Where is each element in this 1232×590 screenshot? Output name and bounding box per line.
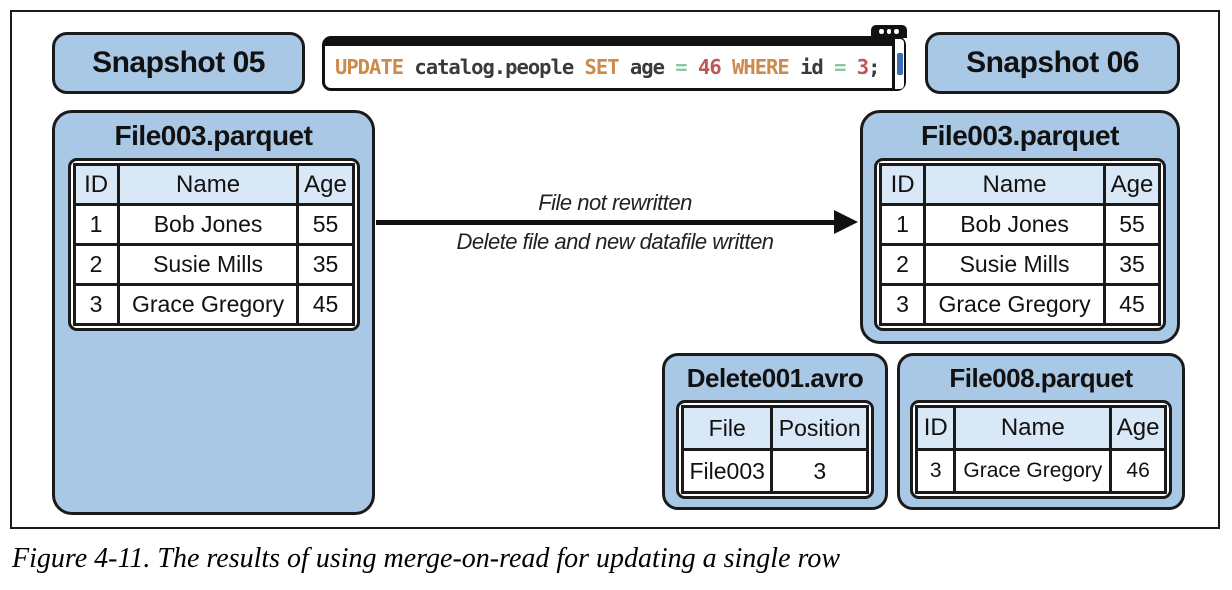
- file003-right-title: File003.parquet: [921, 120, 1119, 151]
- header-cell: Name: [953, 405, 1113, 451]
- cell: 3: [72, 283, 120, 326]
- table-row: 3 Grace Gregory 45: [72, 283, 355, 326]
- arrow-label-top: File not rewritten: [538, 190, 692, 215]
- cell: Grace Gregory: [953, 448, 1113, 494]
- cell: Susie Mills: [116, 243, 300, 286]
- cell: 2: [72, 243, 120, 286]
- cell: Grace Gregory: [116, 283, 300, 326]
- file008-table: ID Name Age 3 Grace Gregory 46: [910, 400, 1172, 499]
- sql-value: 3: [856, 55, 869, 79]
- snapshot-06-label: Snapshot 06: [966, 46, 1139, 79]
- snapshot-06-box: Snapshot 06: [925, 32, 1180, 94]
- table-header-row: File Position: [680, 405, 869, 451]
- cell: 1: [878, 203, 927, 246]
- figure-caption: Figure 4-11. The results of using merge-…: [12, 543, 841, 574]
- cell: 55: [296, 203, 355, 246]
- sql-table-ref: catalog.people: [414, 55, 585, 79]
- sql-operator: =: [675, 55, 698, 79]
- table-row: 2 Susie Mills 35: [72, 243, 355, 286]
- table-row: 1 Bob Jones 55: [72, 203, 355, 246]
- table-row: 1 Bob Jones 55: [878, 203, 1162, 246]
- delete001-title: Delete001.avro: [686, 363, 864, 393]
- file003-right-table: ID Name Age 1 Bob Jones 55 2 Susie Mills…: [874, 158, 1166, 331]
- table-row: 2 Susie Mills 35: [878, 243, 1162, 286]
- cell: File003: [680, 448, 774, 494]
- header-cell: Position: [770, 405, 869, 451]
- table-header-row: ID Name Age: [878, 163, 1162, 206]
- sql-value: 46: [697, 55, 733, 79]
- cell: 45: [296, 283, 355, 326]
- code-scrollbar: [892, 39, 904, 89]
- cell: 55: [1102, 203, 1162, 246]
- cell: 35: [1102, 243, 1162, 286]
- code-scrollbar-thumb: [896, 53, 903, 75]
- sql-keyword: UPDATE: [335, 55, 415, 79]
- cell: 45: [1102, 283, 1162, 326]
- table-row: 3 Grace Gregory 45: [878, 283, 1162, 326]
- cell: 1: [72, 203, 120, 246]
- table-row: File003 3: [680, 448, 869, 494]
- header-cell: Age: [1109, 405, 1167, 451]
- header-cell: ID: [72, 163, 120, 206]
- header-cell: Name: [923, 163, 1106, 206]
- file003-right-box: File003.parquet ID Name Age 1 Bob Jones …: [860, 110, 1180, 344]
- flow-arrow-head-icon: [834, 210, 858, 234]
- cell: 3: [878, 283, 927, 326]
- snapshot-05-label: Snapshot 05: [92, 46, 265, 79]
- delete001-box: Delete001.avro File Position File003 3: [662, 353, 888, 510]
- sql-semicolon: ;: [868, 55, 880, 79]
- sql-operator: =: [834, 55, 857, 79]
- file003-left-title: File003.parquet: [114, 120, 313, 151]
- header-cell: Age: [1102, 163, 1162, 206]
- table-row: 3 Grace Gregory 46: [914, 448, 1167, 494]
- file003-left-box: File003.parquet ID Name Age 1 Bob Jones …: [52, 110, 375, 515]
- snapshot-05-box: Snapshot 05: [52, 32, 305, 94]
- table-header-row: ID Name Age: [914, 405, 1167, 451]
- table-header-row: ID Name Age: [72, 163, 355, 206]
- sql-code-window: UPDATE catalog.people SET age = 46 WHERE…: [322, 25, 907, 91]
- arrow-label-bottom: Delete file and new datafile written: [456, 229, 774, 254]
- sql-statement: UPDATE catalog.people SET age = 46 WHERE…: [325, 55, 881, 79]
- sql-column: age: [629, 55, 676, 79]
- cell: Bob Jones: [923, 203, 1106, 246]
- flow-arrow-line: [376, 220, 838, 225]
- sql-keyword: SET: [584, 55, 630, 79]
- sql-column: id: [800, 55, 835, 79]
- cell: 35: [296, 243, 355, 286]
- file003-left-table: ID Name Age 1 Bob Jones 55 2 Susie Mills…: [67, 158, 360, 331]
- header-cell: Age: [296, 163, 355, 206]
- cell: Susie Mills: [923, 243, 1106, 286]
- header-cell: ID: [878, 163, 927, 206]
- file008-box: File008.parquet ID Name Age 3 Grace Greg…: [897, 353, 1185, 510]
- cell: Grace Gregory: [923, 283, 1106, 326]
- sql-keyword: WHERE: [732, 55, 801, 79]
- header-cell: File: [680, 405, 774, 451]
- delete001-table: File Position File003 3: [676, 400, 874, 499]
- window-dots-icon: [871, 25, 907, 38]
- cell: 3: [770, 448, 869, 494]
- header-cell: Name: [116, 163, 300, 206]
- header-cell: ID: [914, 405, 957, 451]
- cell: 2: [878, 243, 927, 286]
- cell: 46: [1109, 448, 1167, 494]
- cell: Bob Jones: [116, 203, 300, 246]
- cell: 3: [914, 448, 957, 494]
- file008-title: File008.parquet: [949, 363, 1133, 393]
